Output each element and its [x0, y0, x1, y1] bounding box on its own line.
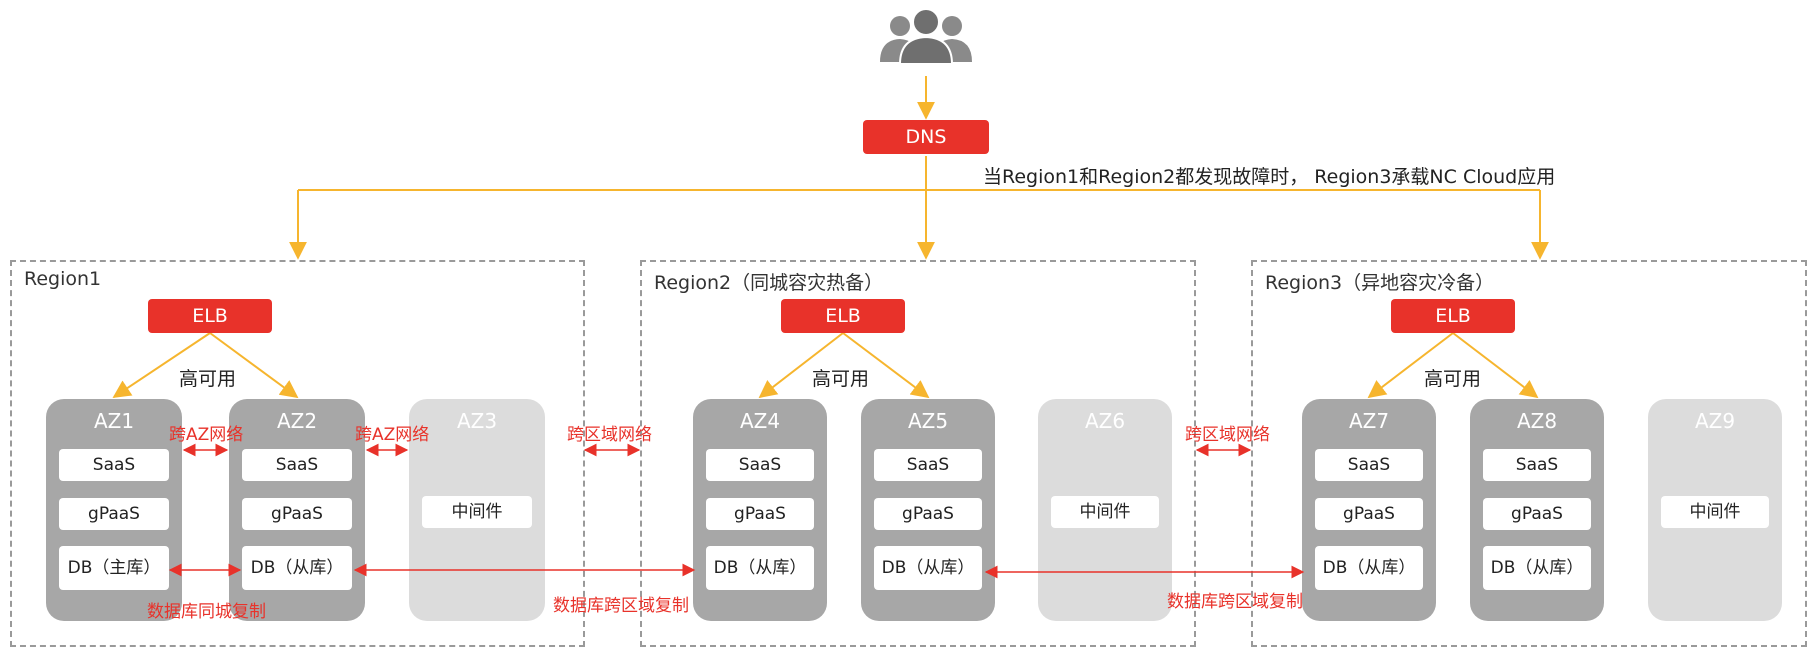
az-title: AZ6: [1084, 409, 1126, 433]
elb-node-region-2: ELB: [781, 299, 905, 333]
gpaas-box: gPaaS: [706, 498, 814, 530]
cross-az-label: 跨AZ网络: [355, 425, 430, 445]
db-primary-box: DB（主库）: [59, 546, 169, 590]
gpaas-box: gPaaS: [1315, 498, 1423, 530]
db-cross-region-replication-label: 数据库跨区域复制: [1167, 592, 1303, 612]
az-5: AZ5 SaaS gPaaS DB（从库）: [861, 399, 995, 621]
az-title: AZ1: [93, 409, 135, 433]
saas-box: SaaS: [1315, 449, 1423, 481]
az-8: AZ8 SaaS gPaaS DB（从库）: [1470, 399, 1604, 621]
gpaas-box: gPaaS: [1483, 498, 1591, 530]
az-6: AZ6 中间件: [1038, 399, 1172, 621]
region-title: Region2（同城容灾热备）: [654, 272, 884, 294]
gpaas-box: gPaaS: [59, 498, 169, 530]
az-title: AZ2: [276, 409, 318, 433]
db-replica-box: DB（从库）: [1315, 546, 1423, 590]
saas-box: SaaS: [706, 449, 814, 481]
users-group-icon: [880, 8, 972, 64]
saas-box: SaaS: [874, 449, 982, 481]
az-3: AZ3 中间件: [409, 399, 545, 621]
az-title: AZ7: [1348, 409, 1390, 433]
saas-box: SaaS: [59, 449, 169, 481]
ha-label-region-3: 高可用: [1424, 368, 1482, 390]
region-3: Region3（异地容灾冷备）: [1251, 260, 1807, 647]
ha-label-region-2: 高可用: [812, 368, 870, 390]
gpaas-box: gPaaS: [874, 498, 982, 530]
middleware-box: 中间件: [422, 496, 532, 528]
db-replica-box: DB（从库）: [706, 546, 814, 590]
db-replica-box: DB（从库）: [1483, 546, 1591, 590]
db-same-city-replication-label: 数据库同城复制: [147, 602, 266, 622]
az-2: AZ2 SaaS gPaaS DB（从库）: [229, 399, 365, 621]
region-title: Region3（异地容灾冷备）: [1265, 272, 1495, 294]
az-7: AZ7 SaaS gPaaS DB（从库）: [1302, 399, 1436, 621]
az-title: AZ5: [907, 409, 949, 433]
failover-note: 当Region1和Region2都发现故障时， Region3承载NC Clou…: [983, 166, 1556, 188]
region-title: Region1: [24, 268, 102, 290]
az-title: AZ8: [1516, 409, 1558, 433]
saas-box: SaaS: [242, 449, 352, 481]
cross-region-label: 跨区域网络: [567, 425, 652, 445]
saas-box: SaaS: [1483, 449, 1591, 481]
ha-label-region-1: 高可用: [179, 368, 237, 390]
middleware-box: 中间件: [1051, 496, 1159, 528]
dns-node: DNS: [863, 120, 989, 154]
az-title: AZ9: [1694, 409, 1736, 433]
az-4: AZ4 SaaS gPaaS DB（从库）: [693, 399, 827, 621]
az-9: AZ9 中间件: [1648, 399, 1782, 621]
middleware-box: 中间件: [1661, 496, 1769, 528]
db-cross-region-replication-label: 数据库跨区域复制: [553, 596, 689, 616]
elb-node-region-3: ELB: [1391, 299, 1515, 333]
db-replica-box: DB（从库）: [874, 546, 982, 590]
az-title: AZ3: [456, 409, 498, 433]
cross-az-label: 跨AZ网络: [169, 425, 244, 445]
az-title: AZ4: [739, 409, 781, 433]
elb-node-region-1: ELB: [148, 299, 272, 333]
region-2: Region2（同城容灾热备）: [640, 260, 1196, 647]
cross-region-label: 跨区域网络: [1185, 425, 1270, 445]
db-replica-box: DB（从库）: [242, 546, 352, 590]
az-1: AZ1 SaaS gPaaS DB（主库）: [46, 399, 182, 621]
gpaas-box: gPaaS: [242, 498, 352, 530]
